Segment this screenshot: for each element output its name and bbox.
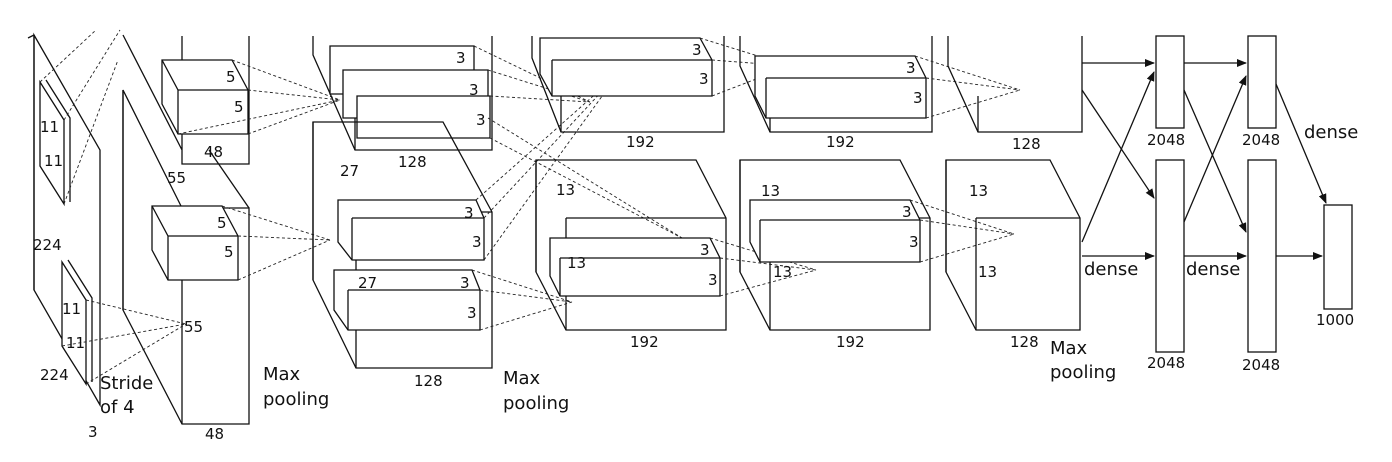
fc6-size-label: 2048	[1147, 131, 1185, 149]
conv3-kernel-label: 3	[708, 271, 718, 289]
fc-connections	[1081, 59, 1327, 260]
fc7-bottom-bar	[1247, 159, 1277, 353]
max-pooling-label: Max	[1050, 338, 1088, 359]
conv5-size-label: 13	[978, 263, 997, 281]
conv4-kernel-label: 3	[906, 59, 916, 77]
fc6-size-label: 2048	[1147, 354, 1185, 372]
conv3-depth-label: 192	[630, 333, 659, 351]
conv4-depth-label: 192	[836, 333, 865, 351]
fc6-top-bar	[1155, 35, 1185, 129]
max-pooling-label: pooling	[1050, 362, 1116, 383]
conv1-kernel-bottom	[151, 205, 239, 281]
input-width-label: 224	[40, 366, 69, 384]
conv4-kernel-label: 3	[909, 233, 919, 251]
conv2-kernel-label: 3	[476, 111, 486, 129]
conv5-depth-label: 128	[1010, 333, 1039, 351]
conv2-kernel-label: 3	[456, 49, 466, 67]
conv3-bottom-block	[535, 159, 727, 331]
conv4-bottom-kernel	[749, 199, 921, 263]
conv3-kernel-label: 3	[692, 41, 702, 59]
fc7-top-bar	[1247, 35, 1277, 129]
dense-label: dense	[1186, 259, 1240, 280]
input-to-conv1-projections	[39, 29, 187, 385]
conv3-kernel-label: 3	[699, 70, 709, 88]
conv2-depth-label: 128	[398, 153, 427, 171]
fc7-size-label: 2048	[1242, 356, 1280, 374]
conv3-size-label: 13	[567, 254, 586, 272]
fc7-size-label: 2048	[1242, 131, 1280, 149]
conv2-kernel-label: 3	[467, 304, 477, 322]
conv5-top-block	[947, 36, 1083, 133]
conv2-size-label: 27	[340, 162, 359, 180]
conv1-kernel-label: 5	[224, 243, 234, 261]
max-pooling-label: Max	[263, 364, 301, 385]
conv2-kernel-label: 3	[460, 274, 470, 292]
output-bar	[1323, 204, 1353, 310]
conv2-kernel-label: 3	[464, 204, 474, 222]
max-pooling-label: pooling	[503, 393, 569, 414]
fc6-bottom-bar	[1155, 159, 1185, 353]
conv3-depth-label: 192	[626, 133, 655, 151]
max-pooling-label: Max	[503, 368, 541, 389]
conv4-to-conv5-projections	[909, 55, 1021, 263]
conv2-size-label: 27	[358, 274, 377, 292]
conv1-kernel-label: 5	[217, 214, 227, 232]
conv2-depth-label: 128	[414, 372, 443, 390]
input-height-label: 224	[33, 236, 62, 254]
conv3-top-kernel	[539, 37, 713, 97]
conv5-bottom-block	[945, 159, 1081, 331]
conv4-kernel-label: 3	[913, 89, 923, 107]
conv3-kernel-label: 3	[700, 241, 710, 259]
kernel-size-label: 11	[40, 118, 59, 136]
conv2-bottom-kernels	[333, 199, 485, 331]
conv1-size-label: 55	[167, 169, 186, 187]
dense-label: dense	[1084, 259, 1138, 280]
max-pooling-label: pooling	[263, 389, 329, 410]
conv1-kernel-label: 5	[234, 98, 244, 116]
stride-label: Stride	[100, 373, 153, 394]
input-depth-label: 3	[88, 423, 98, 441]
kernel-size-label: 11	[66, 334, 85, 352]
kernel-size-label: 11	[62, 300, 81, 318]
conv5-size-label: 13	[969, 182, 988, 200]
conv4-size-label: 13	[761, 182, 780, 200]
conv4-depth-label: 192	[826, 133, 855, 151]
conv4-top-kernel	[754, 55, 927, 119]
output-size-label: 1000	[1316, 311, 1354, 329]
conv1-kernel-label: 5	[226, 68, 236, 86]
conv2-top-kernels	[329, 45, 491, 139]
conv1-depth-label: 48	[205, 425, 224, 443]
conv1-to-conv2-projections	[177, 59, 341, 281]
input-volume	[27, 32, 101, 408]
conv5-depth-label: 128	[1012, 135, 1041, 153]
conv1-size-label: 55	[184, 318, 203, 336]
conv2-kernel-label: 3	[472, 233, 482, 251]
conv3-size-label: 13	[556, 181, 575, 199]
conv1-depth-label: 48	[204, 143, 223, 161]
dense-label: dense	[1304, 122, 1358, 143]
stride-label: of 4	[100, 397, 135, 418]
kernel-size-label: 11	[44, 152, 63, 170]
conv4-size-label: 13	[773, 263, 792, 281]
conv2-kernel-label: 3	[469, 81, 479, 99]
conv4-kernel-label: 3	[902, 203, 912, 221]
